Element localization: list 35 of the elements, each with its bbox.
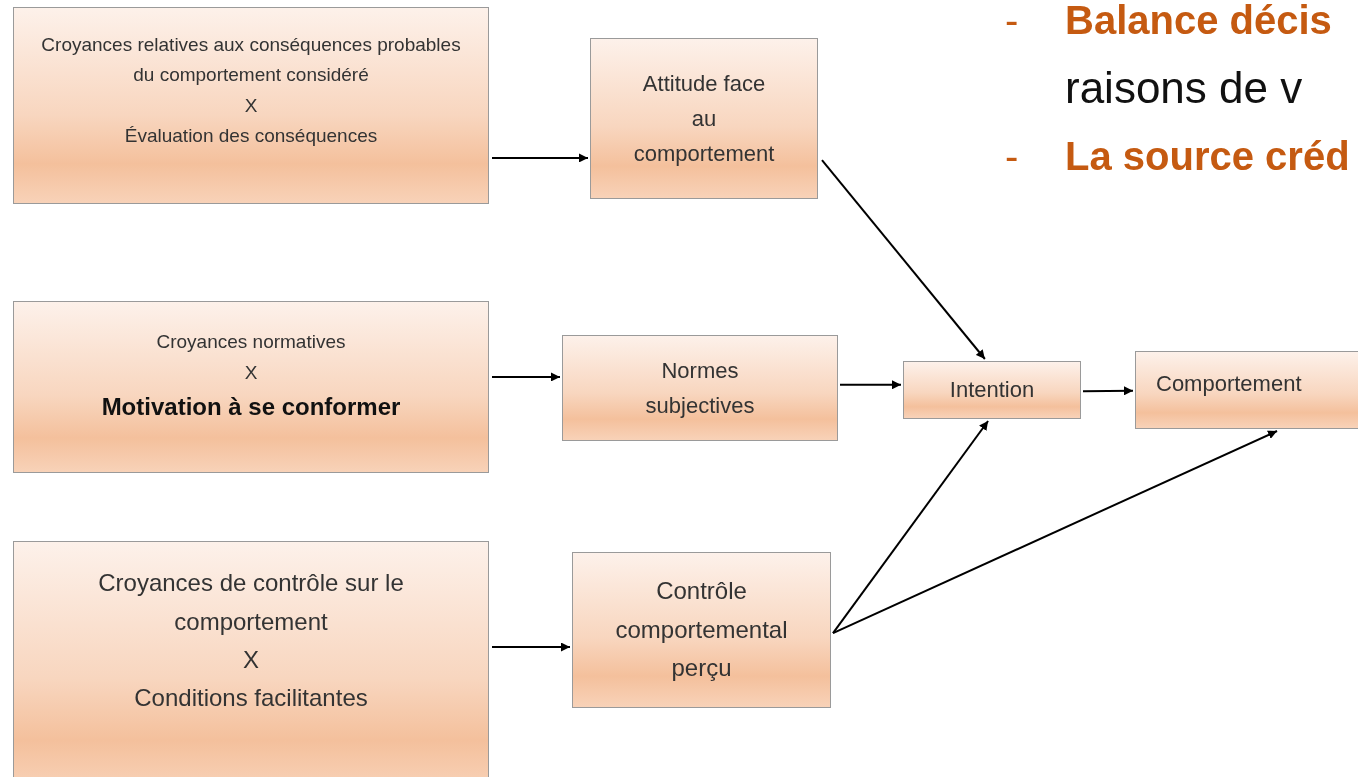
bullet-dash: - [1005,136,1019,176]
box-text: X [244,93,258,118]
process-box [590,38,818,199]
arrow [1082,386,1134,396]
arrow [491,153,589,163]
arrow [491,372,561,382]
arrow [832,430,1279,635]
box-text: X [244,360,258,385]
process-box [572,552,831,708]
box-text: Intention [949,376,1035,405]
box-text: Attitude face au comportement [632,69,776,169]
box-text: Conditions facilitantes [134,683,368,714]
process-box [903,361,1081,419]
arrow [491,642,571,652]
box-text: Contrôle comportemental perçu [614,576,789,684]
process-box [1135,351,1358,429]
box-text: Évaluation des conséquences [124,123,378,148]
bullet-dash: - [1005,0,1019,40]
process-box [13,541,489,777]
box-text: Comportement [1156,370,1302,399]
process-box [562,335,838,441]
box-text: X [243,645,259,675]
box-text: Croyances normatives [156,330,346,355]
process-box [13,7,489,204]
process-box [13,301,489,473]
arrow [839,380,902,390]
box-text: Motivation à se conformer [101,392,401,423]
box-text: Croyances relatives aux conséquences probables du comportement considéré [40,32,462,88]
bullet-text: La source créd [1065,136,1350,176]
box-text: Croyances de contrôle sur le comportement [97,568,405,637]
bullet-text: Balance décis [1065,0,1332,40]
bullet-text: raisons de v [1065,66,1303,110]
arrow [832,420,990,635]
arrow [821,159,986,360]
box-text: Normes subjectives [644,356,756,420]
